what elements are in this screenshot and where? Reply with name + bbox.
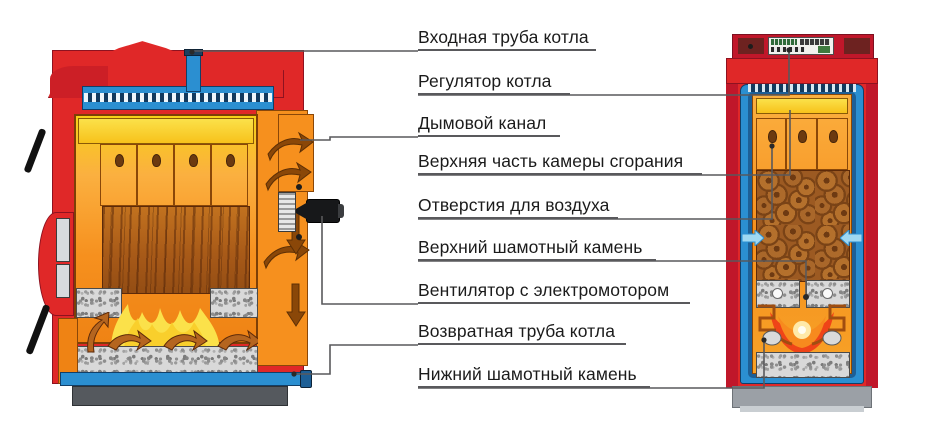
right-lower-firebrick-bed: [756, 352, 850, 378]
door-handle-lower[interactable]: [25, 304, 51, 356]
lower-air-arrows: [87, 312, 258, 353]
right-chamber-channel-1: [756, 118, 786, 170]
right-combustion-chamber-top: [756, 98, 848, 114]
right-chamber-channel-2: [786, 118, 817, 170]
door-slot-lower: [56, 264, 70, 298]
return-pipe-end-cap: [300, 370, 312, 388]
label-text: Регулятор котла: [418, 71, 552, 91]
air-opening-icon: [115, 154, 124, 167]
label-underline: [418, 386, 650, 388]
label-underline: [418, 343, 626, 345]
label-underline: [418, 93, 570, 95]
label-text: Возвратная труба котла: [418, 321, 616, 341]
right-boiler-base-shadow: [740, 406, 864, 412]
fan-housing: [278, 192, 296, 232]
right-boiler-top-band: [726, 58, 878, 84]
chamber-channel-2: [137, 144, 174, 206]
regulator-display-segments: [800, 39, 830, 45]
inlet-pipe-flange: [184, 49, 203, 56]
fan-mount-bolt: [296, 234, 302, 240]
firebrick-air-hole: [822, 288, 833, 299]
wood-fuel-bed: [102, 206, 250, 294]
label-text: Отверстия для воздуха: [418, 195, 610, 215]
label-underline: [418, 259, 656, 261]
inlet-pipe: [186, 52, 201, 92]
chamber-channel-1: [100, 144, 137, 206]
right-body-post-left: [726, 58, 738, 388]
regulator-buttons-row[interactable]: [771, 47, 805, 52]
chamber-channel-3: [174, 144, 211, 206]
label-text: Вентилятор с электромотором: [418, 280, 670, 300]
regulator-display-segments: [771, 39, 797, 45]
label-text: Верхняя часть камеры сгорания: [418, 151, 684, 171]
lower-firebrick-bed: [76, 346, 258, 374]
left-heat-exchanger-tubes: [84, 93, 272, 102]
right-boiler-illustration: [718, 30, 898, 412]
upper-firebrick-right: [210, 288, 258, 318]
left-flue-arrows: [263, 131, 314, 327]
right-heat-exchanger-tubes: [748, 84, 856, 92]
right-body-post-right: [866, 58, 878, 388]
left-flue-passage-step: [278, 114, 314, 192]
label-underline: [418, 302, 690, 304]
door-slot-upper: [56, 218, 70, 262]
label-underline: [418, 217, 618, 219]
combustion-chamber-top: [78, 118, 254, 144]
hood-recess-right: [844, 38, 870, 54]
fan-motor-body: [306, 199, 340, 223]
chamber-channel-4: [211, 144, 248, 206]
air-inlet-arrow-right: [840, 230, 862, 246]
air-inlet-arrow-left: [742, 230, 764, 246]
right-chamber-channel-3: [817, 118, 848, 170]
label-text: Входная труба котла: [418, 27, 589, 47]
air-opening-icon: [226, 154, 235, 167]
label-text: Верхний шамотный камень: [418, 237, 643, 257]
right-upper-firebrick-right: [806, 280, 850, 308]
regulator-indicator: [818, 46, 830, 53]
label-underline: [418, 173, 702, 175]
door-handle-upper[interactable]: [23, 128, 47, 174]
air-opening-icon: [768, 130, 777, 143]
air-opening-icon: [829, 130, 838, 143]
return-pipe: [60, 372, 310, 386]
log-rounds-stack: [756, 170, 850, 282]
label-text: Нижний шамотный камень: [418, 364, 637, 384]
air-opening-icon: [189, 154, 198, 167]
air-opening-icon: [798, 130, 807, 143]
boiler-base-pedestal: [72, 386, 288, 406]
left-boiler-illustration: [23, 36, 344, 408]
burner-grate-arms: [758, 304, 846, 346]
firebrick-air-hole: [772, 288, 783, 299]
label-underline: [418, 49, 596, 51]
air-opening-icon: [152, 154, 161, 167]
label-text: Дымовой канал: [418, 113, 547, 133]
label-underline: [418, 135, 560, 137]
fan-mount-bolt: [296, 184, 302, 190]
right-boiler-base: [732, 386, 872, 408]
hood-recess-dot: [748, 44, 753, 49]
fan-motor-shaft-cap: [338, 204, 344, 218]
